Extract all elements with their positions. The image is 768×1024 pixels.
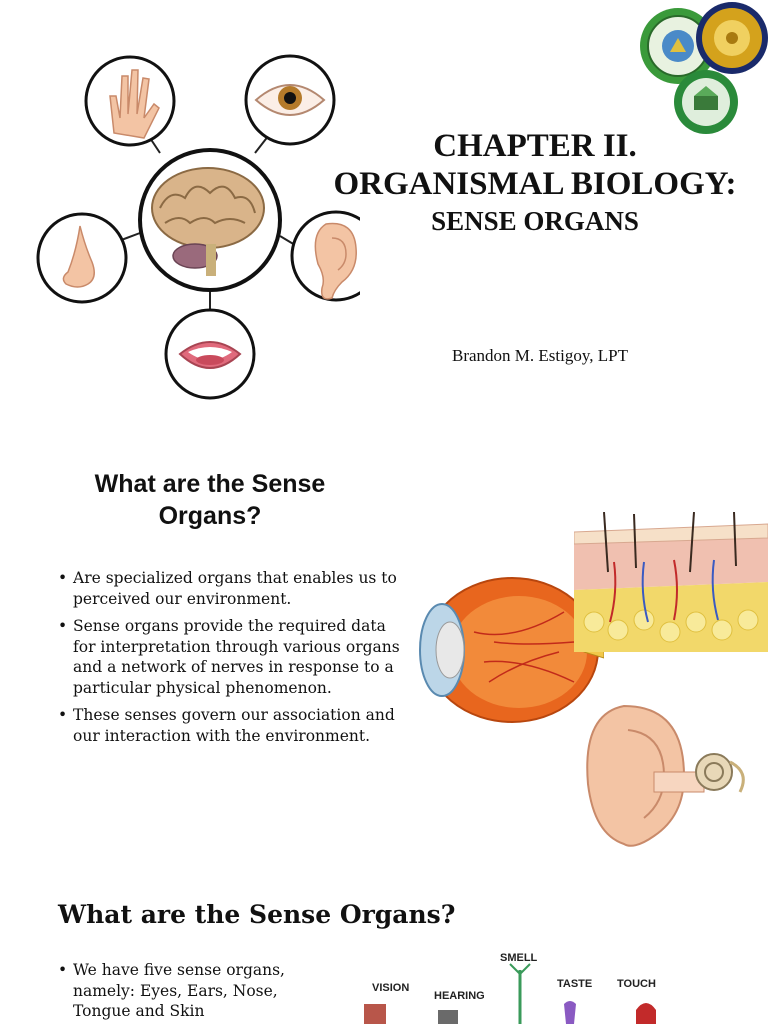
hearing-label: HEARING [434,990,485,1002]
chapter-topic: SENSE ORGANS [431,206,639,236]
taste-icon [564,1001,576,1024]
bullet-item: These senses govern our association and … [58,705,408,746]
hearing-icon [438,1010,458,1024]
eyeball-illustration [419,577,604,723]
chapter-title: CHAPTER II. [433,128,637,164]
definition-slide: What are the Sense Organs? Are specializ… [0,420,768,860]
bullet-item: Sense organs provide the required data f… [58,616,408,698]
touch-label: TOUCH [617,978,656,990]
smell-label: SMELL [500,952,538,964]
taste-label: TASTE [557,978,593,990]
author-name: Brandon M. Estigoy, LPT [452,346,628,365]
bullet-item: Are specialized organs that enables us t… [58,568,408,609]
five-senses-slide: What are the Sense Organs? We have five … [0,860,768,1024]
eye-icon [244,54,336,146]
definition-bullets: Are specialized organs that enables us t… [58,568,408,753]
vision-icon [364,1004,386,1024]
skin-cross-section-illustration [574,512,768,652]
ear-anatomy-illustration [586,704,745,847]
mouth-icon [164,308,256,400]
five-senses-bullets: We have five sense organs, namely: Eyes,… [58,960,328,1022]
hand-icon [84,55,176,147]
smell-icon [509,963,531,1024]
institution-seals [640,2,768,134]
five-senses-diagram [36,54,360,400]
slide-heading: What are the Sense Organs? [94,470,326,530]
touch-icon [636,1003,656,1024]
title-slide: CHAPTER II. ORGANISMAL BIOLOGY: SENSE OR… [0,0,768,420]
chapter-subtitle: ORGANISMAL BIOLOGY: [333,166,737,202]
vision-label: VISION [372,982,410,994]
campus-seal-icon [674,70,738,134]
university-seal-icon [696,2,768,74]
ear-icon [290,210,360,302]
slide-heading: What are the Sense Organs? [58,900,456,929]
sense-icons-strip [364,963,656,1024]
brain-icon [138,148,282,292]
nose-icon [36,212,128,304]
college-seal-icon [640,8,716,84]
bullet-item: We have five sense organs, namely: Eyes,… [58,960,328,1022]
